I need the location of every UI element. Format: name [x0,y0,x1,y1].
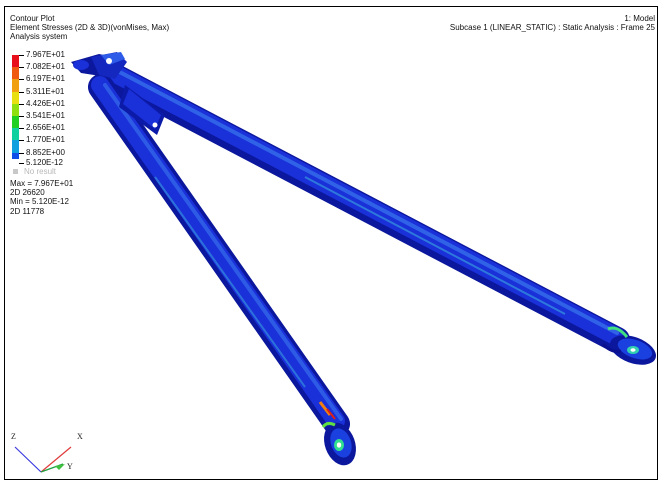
legend-value: 4.426E+01 [26,98,65,108]
legend-entry: 7.082E+01 [10,61,90,80]
legend-value: 6.197E+01 [26,74,65,84]
triad-y-label: Y [67,462,73,471]
result-stats: Max = 7.967E+01 2D 26620 Min = 5.120E-12… [10,179,73,216]
contour-legend[interactable]: 7.967E+01 7.082E+01 6.197E+01 5.311E+01 … [10,49,90,171]
legend-value: 5.120E-12 [26,157,63,167]
max-value: Max = 7.967E+01 [10,179,74,188]
triad-z-label: Z [11,432,16,441]
legend-value: 5.311E+01 [26,86,65,96]
coordinate-system: Analysis system [10,32,68,41]
plot-title: Contour Plot [10,14,55,23]
legend-entry: 7.967E+01 [10,49,90,68]
no-result-swatch [13,169,18,175]
legend-entry: 6.197E+01 [10,73,90,92]
no-result-label: No result [24,167,57,176]
triad-x-label: X [77,432,83,441]
min-value: Min = 5.120E-12 [10,197,69,207]
legend-entry: 4.426E+01 [10,98,90,116]
legend-entry: 2.656E+01 [10,122,90,141]
legend-entry: 8.852E+00 [10,147,90,159]
min-element: 2D 11778 [10,206,45,216]
top-joint-bracket [71,52,165,135]
max-element: 2D 26620 [10,188,45,198]
legend-entry: 1.770E+01 [10,134,90,153]
subcase-info: Subcase 1 (LINEAR_STATIC) : Static Analy… [449,23,655,32]
legend-entry: 5.311E+01 [10,86,90,104]
legend-entry: 5.120E-12 [10,157,90,171]
legend-no-result: No result [10,167,56,176]
legend-entry: 3.541E+01 [10,110,90,129]
model-render[interactable] [5,7,657,479]
model-name: 1: Model [624,14,655,23]
lower-arm-end-eye [321,421,356,466]
legend-value: 3.541E+01 [26,110,65,120]
upper-arm-link [95,60,630,353]
contour-plot-header: Contour Plot Element Stresses (2D & 3D)(… [10,14,169,41]
legend-value: 8.852E+00 [26,147,65,157]
legend-value: 7.082E+01 [26,62,65,72]
legend-value: 2.656E+01 [26,123,65,133]
result-type: Element Stresses (2D & 3D)(vonMises, Max… [10,23,170,32]
upper-arm-end-eye [601,326,656,365]
graphics-viewport[interactable]: Contour Plot Element Stresses (2D & 3D)(… [4,6,658,480]
lower-arm-link [88,74,350,437]
model-info-header: 1: Model Subcase 1 (LINEAR_STATIC) : Sta… [450,14,655,32]
legend-value: 7.967E+01 [26,50,65,59]
legend-value: 1.770E+01 [26,135,65,145]
